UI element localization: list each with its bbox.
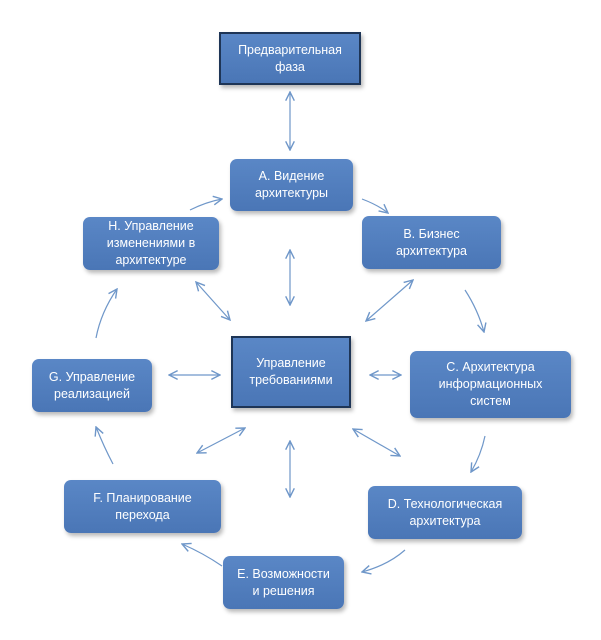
phase-e-box: E. Возможности и решения [223,556,344,609]
phase-b-box: B. Бизнес архитектура [362,216,501,269]
arrow-d-e [362,549,406,572]
arrow-e-f [182,544,223,567]
phase-c-box: C. Архитектура информационных систем [410,351,571,418]
phase-f-box: F. Планирование перехода [64,480,221,533]
arrow-center-d [353,429,400,456]
phase-a-box: A. Видение архитектуры [230,159,353,211]
arrow-h-a [189,199,222,211]
arrow-g-h [95,289,117,339]
preliminary-phase-box: Предварительная фаза [219,32,361,85]
arrow-center-f [197,428,245,453]
phase-g-box: G. Управление реализацией [32,359,152,412]
arrow-f-g [96,427,114,465]
requirements-management-box: Управление требованиями [231,336,351,408]
phase-h-box: H. Управление изменениями в архитектуре [83,217,219,270]
phase-d-box: D. Технологическая архитектура [368,486,522,539]
arrow-c-d [471,435,486,472]
arrow-a-b [361,198,388,213]
arrow-center-b [366,280,413,321]
arrow-b-c [464,289,484,332]
arrow-center-h [196,282,230,320]
